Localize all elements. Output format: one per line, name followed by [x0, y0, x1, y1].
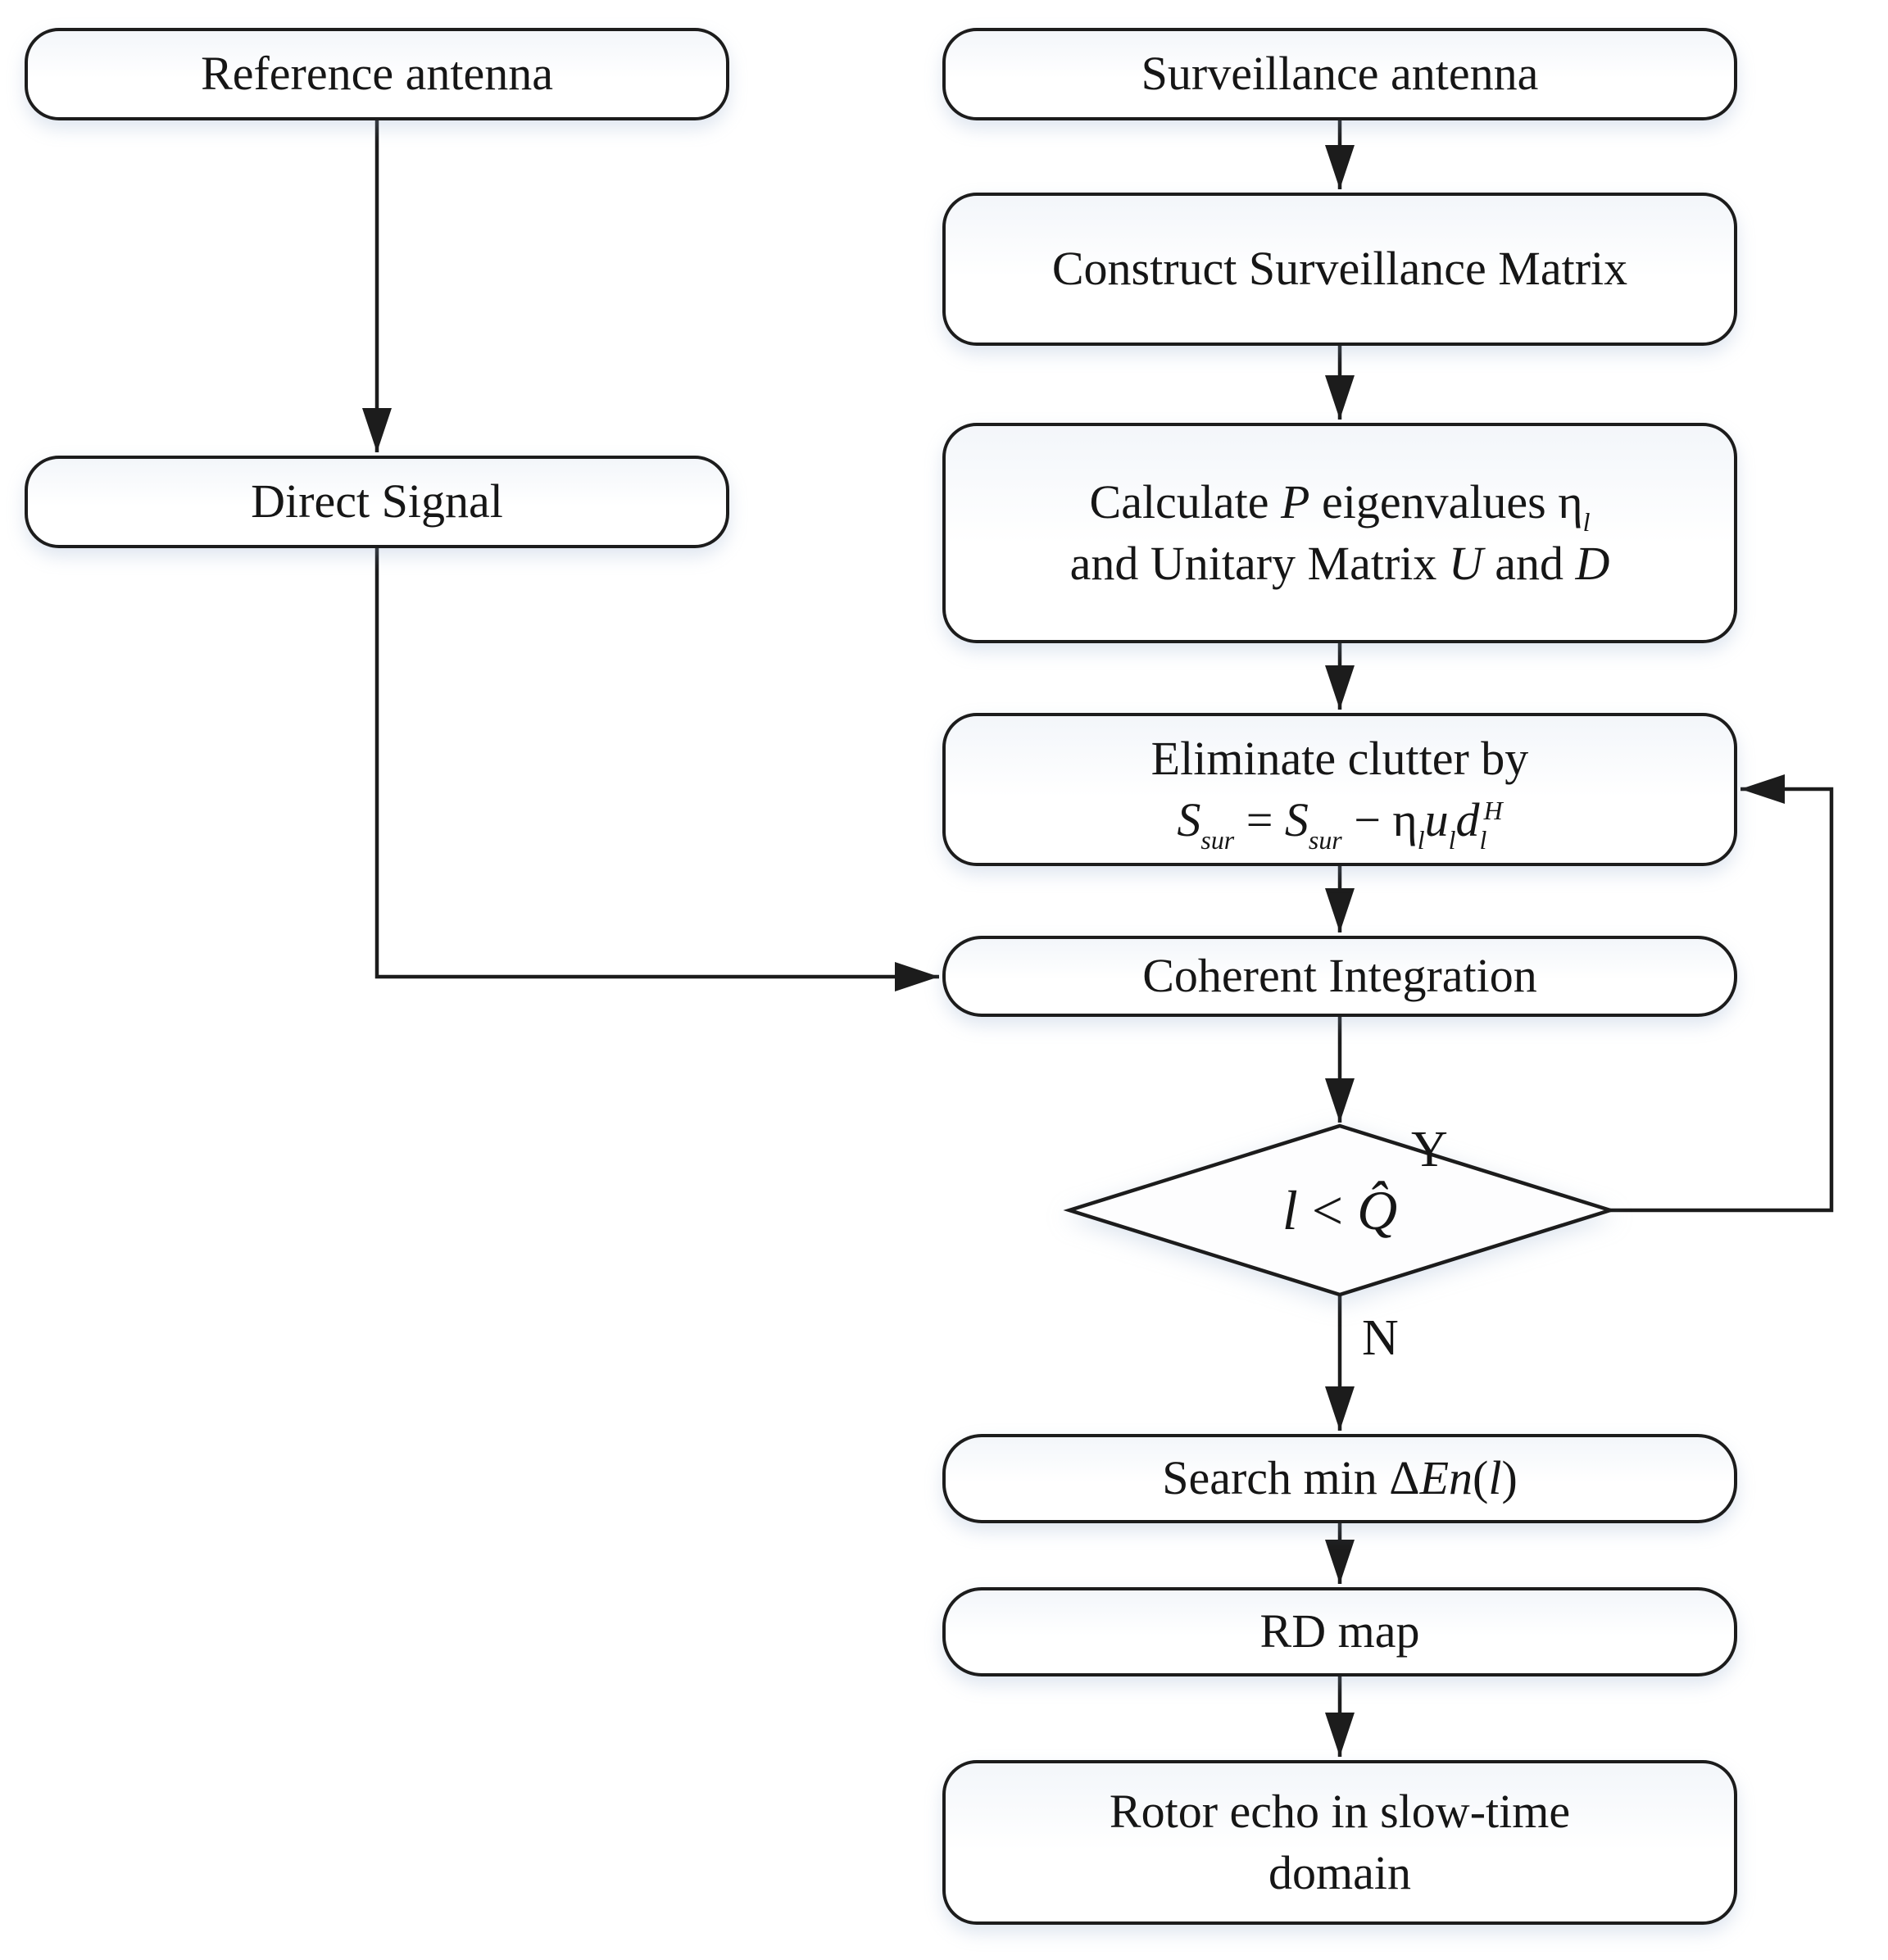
- node-label: Construct Surveillance Matrix: [1051, 242, 1628, 296]
- token: l: [1417, 825, 1425, 855]
- token: U: [1448, 536, 1483, 590]
- token: η: [1558, 475, 1583, 529]
- token: En: [1419, 1451, 1473, 1505]
- token: Δ: [1389, 1451, 1420, 1505]
- token: −: [1341, 792, 1393, 846]
- node-label: Search min ΔEn(l): [1162, 1448, 1518, 1509]
- node-label-line2: and Unitary Matrix U and D: [1070, 533, 1610, 594]
- decision-diamond: [1063, 1123, 1617, 1297]
- token: and: [1482, 536, 1576, 590]
- token: l: [1282, 1178, 1298, 1241]
- arrow-decision-yes-loop-to-eliminate: [1610, 774, 1834, 1213]
- token: sur: [1308, 825, 1342, 855]
- decision-no-label: N: [1362, 1310, 1399, 1366]
- token: S: [1284, 792, 1309, 846]
- token: D: [1575, 536, 1610, 590]
- token: Q̂: [1357, 1178, 1398, 1241]
- token: eigenvalues: [1309, 475, 1559, 529]
- node-label-line1: Calculate P eigenvalues ηl: [1089, 472, 1591, 535]
- token: η: [1392, 792, 1418, 846]
- token: (: [1473, 1451, 1489, 1505]
- node-label: Coherent Integration: [1142, 949, 1537, 1003]
- token: u: [1424, 792, 1449, 846]
- node-construct-surveillance-matrix: Construct Surveillance Matrix: [942, 193, 1737, 346]
- decision-yes-label: Y: [1411, 1122, 1448, 1177]
- node-label: RD map: [1259, 1604, 1420, 1658]
- decision-condition-label: l < Q̂: [1143, 1157, 1536, 1264]
- token: S: [1177, 792, 1201, 846]
- token: H: [1483, 796, 1503, 826]
- token: d: [1455, 792, 1480, 846]
- token: l: [1582, 508, 1591, 538]
- node-formula: Ssur = Ssur − ηluldlH: [1177, 790, 1503, 855]
- node-direct-signal: Direct Signal: [25, 456, 729, 548]
- token: Search min: [1162, 1451, 1390, 1505]
- node-rotor-echo-slow-time: Rotor echo in slow-time domain: [942, 1760, 1737, 1925]
- token: sur: [1200, 825, 1235, 855]
- token: l: [1479, 825, 1487, 855]
- node-coherent-integration: Coherent Integration: [942, 936, 1737, 1017]
- token: Eliminate clutter by: [1150, 732, 1529, 786]
- node-label: Reference antenna: [201, 47, 553, 101]
- token: Calculate: [1089, 475, 1282, 529]
- node-label-line1: Rotor echo in slow-time: [1109, 1785, 1571, 1839]
- token: l: [1448, 825, 1456, 855]
- token: and Unitary Matrix: [1069, 536, 1449, 590]
- node-label: Direct Signal: [251, 474, 503, 529]
- token: ): [1501, 1451, 1518, 1505]
- node-eliminate-clutter: Eliminate clutter by Ssur = Ssur − ηluld…: [942, 713, 1737, 866]
- node-label-line2: domain: [1268, 1845, 1411, 1899]
- condition-text: l < Q̂: [1282, 1178, 1397, 1243]
- node-calculate-eigenvalues: Calculate P eigenvalues ηl and Unitary M…: [942, 423, 1737, 643]
- token: =: [1234, 792, 1285, 846]
- token: P: [1281, 475, 1310, 529]
- node-search-min-delta-en: Search min ΔEn(l): [942, 1434, 1737, 1523]
- token: l: [1488, 1451, 1502, 1505]
- node-label: Surveillance antenna: [1141, 47, 1539, 101]
- token: <: [1297, 1178, 1358, 1241]
- node-reference-antenna: Reference antenna: [25, 28, 729, 120]
- node-surveillance-antenna: Surveillance antenna: [942, 28, 1737, 120]
- node-label-line1: Eliminate clutter by: [1151, 728, 1529, 789]
- arrow-direct-signal-to-coherent-integration: [374, 548, 939, 991]
- node-rd-map: RD map: [942, 1587, 1737, 1676]
